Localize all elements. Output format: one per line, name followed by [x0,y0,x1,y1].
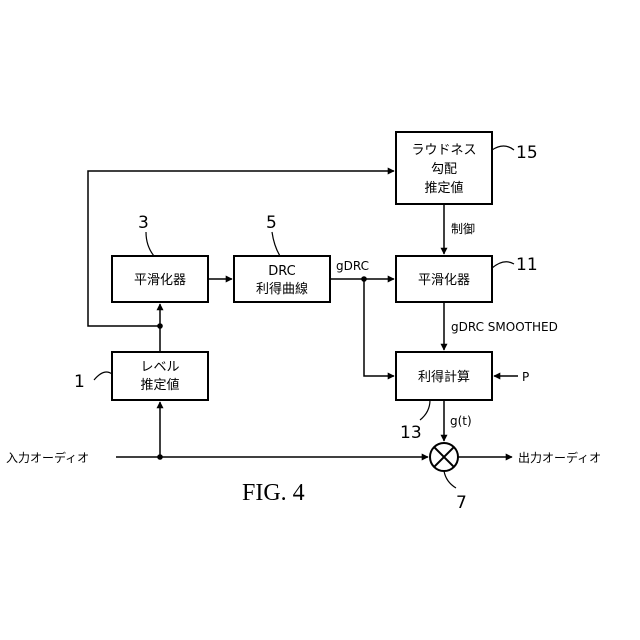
input-audio-label: 入力オーディオ [6,450,89,465]
loudness-gradient-estimate-block: ラウドネス 勾配 推定値 [396,132,492,204]
ref-13-lead [420,400,430,420]
ref-11-lead [492,262,514,268]
loudness-label-2: 勾配 [431,162,457,177]
smoother-left-label: 平滑化器 [134,273,186,288]
smoother-right-label: 平滑化器 [418,273,470,288]
gain-calc-label: 利得計算 [418,369,470,385]
ref-15: 15 [516,143,538,163]
gain-calc-block: 利得計算 [396,352,492,400]
ref-7-lead [444,471,456,488]
ref-3: 3 [138,213,149,233]
loudness-label-3: 推定値 [424,180,463,196]
ref-5: 5 [266,213,277,233]
smoother-left-block: 平滑化器 [112,256,208,302]
ref-13: 13 [400,423,422,443]
level-estimate-label-1: レベル [140,360,179,375]
ref-7: 7 [456,493,467,513]
ref-1: 1 [74,372,85,392]
multiplier-node [430,443,458,471]
control-label: 制御 [451,221,475,236]
drc-gain-curve-block: DRC 利得曲線 [234,256,330,302]
ref-3-lead [146,232,154,256]
ref-1-lead [94,372,112,380]
ref-15-lead [492,146,514,150]
level-estimate-block: レベル 推定値 [112,352,208,400]
smoother-right-block: 平滑化器 [396,256,492,302]
loudness-label-1: ラウドネス [411,143,476,158]
gdrc-to-gain-calc-wire [364,279,394,376]
output-audio-label: 出力オーディオ [518,450,601,465]
gdrc-smoothed-label: gDRC SMOOTHED [451,320,558,334]
gdrc-label: gDRC [336,259,369,273]
ref-11: 11 [516,255,538,275]
drc-gain-curve-label-1: DRC [268,264,295,279]
figure-label: FIG. 4 [242,480,305,506]
drc-gain-curve-label-2: 利得曲線 [256,281,308,297]
ref-5-lead [272,232,280,256]
gain-gt-label: g(t) [450,414,472,428]
level-estimate-label-2: 推定値 [140,377,179,393]
param-p-label: P [522,370,529,384]
